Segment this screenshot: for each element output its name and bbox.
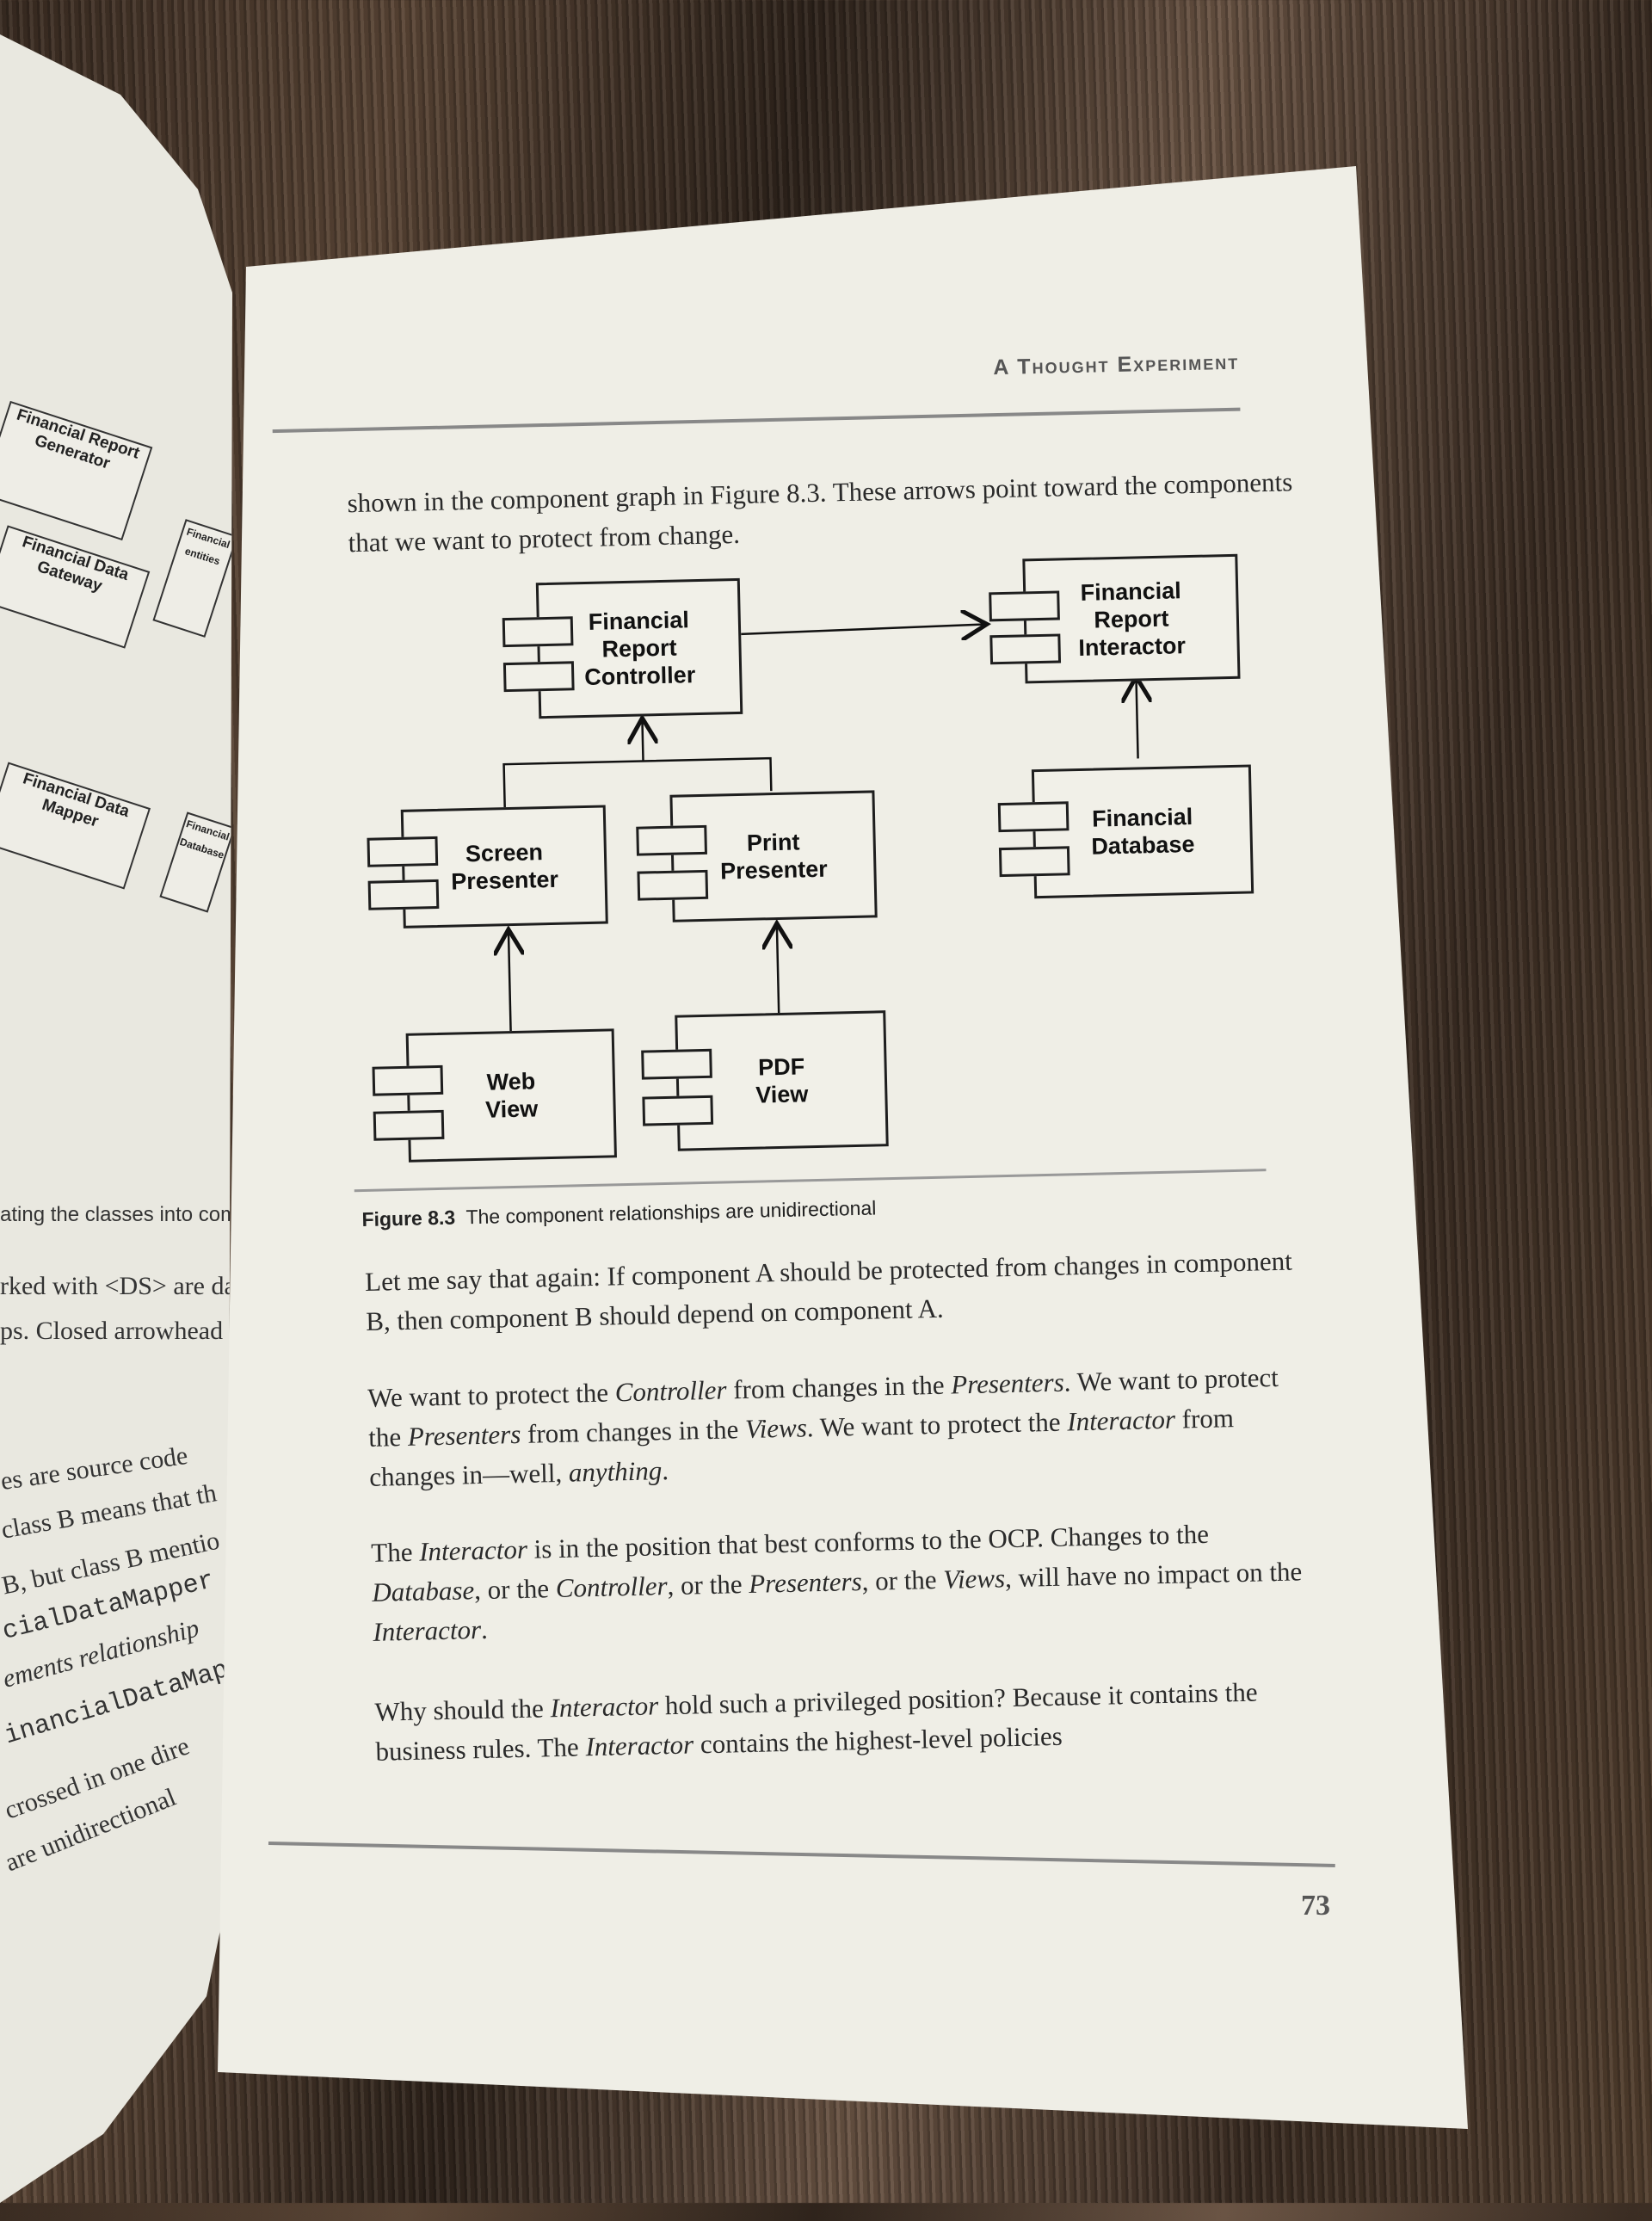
text: , or the [861, 1564, 944, 1596]
text: . [480, 1613, 489, 1645]
component-tab-icon [989, 633, 1062, 665]
left-diagram-box: Financial entities [152, 519, 232, 638]
caption-label: Figure 8.3 [361, 1206, 456, 1231]
text: contains the highest-level policies [693, 1720, 1063, 1760]
text: We want to protect the [367, 1377, 616, 1413]
arrow-database-to-interactor [1136, 676, 1137, 759]
component-label: Financial Report Controller [535, 577, 743, 719]
component-tab-icon [642, 1095, 714, 1126]
component-controller: Financial Report Controller [502, 577, 743, 719]
paragraph-interactor-position: The Interactor is in the position that b… [371, 1512, 1320, 1652]
component-screen-presenter: Screen Presenter [367, 805, 608, 929]
emphasis: Interactor [1066, 1404, 1176, 1437]
emphasis: Presenters [748, 1565, 863, 1599]
emphasis: Controller [555, 1570, 668, 1604]
emphasis: Views [744, 1412, 808, 1444]
left-diagram-box: Financial Report Generator [0, 400, 153, 541]
component-tab-icon [367, 836, 439, 867]
text: from changes in the [520, 1414, 746, 1449]
text: . [661, 1455, 669, 1486]
arrow-controller-to-interactor [741, 624, 987, 633]
text: from changes in the [726, 1369, 952, 1405]
left-text: ating the classes into compo [0, 1203, 261, 1226]
text: Why should the [374, 1693, 551, 1727]
arrow-pdfview-to-print-presenter [777, 923, 779, 1014]
component-web-view: Web View [372, 1028, 617, 1163]
left-text: ps. Closed arrowhead [0, 1317, 224, 1345]
arrow-webview-to-screen-presenter [509, 929, 511, 1032]
emphasis: Interactor [418, 1533, 528, 1567]
component-tab-icon [372, 1064, 444, 1096]
left-diagram-box: Financial Database [159, 811, 232, 913]
emphasis: anything [568, 1455, 663, 1488]
emphasis: Presenters [407, 1418, 521, 1452]
text: , will have no impact on the [1004, 1556, 1303, 1594]
component-tab-icon [502, 616, 574, 648]
component-tab-icon [373, 1109, 445, 1141]
text: , or the [667, 1568, 749, 1601]
component-interactor: Financial Report Interactor [988, 553, 1241, 685]
emphasis: Interactor [373, 1614, 482, 1647]
component-tab-icon [502, 661, 575, 693]
emphasis: Controller [614, 1374, 727, 1408]
text: . We want to protect the [806, 1406, 1068, 1443]
component-tab-icon [641, 1048, 712, 1080]
component-tab-icon [989, 590, 1060, 622]
page-number: 73 [1301, 1890, 1330, 1922]
component-label: Web View [405, 1028, 617, 1163]
left-text: rked with <DS> are da [0, 1272, 236, 1300]
component-pdf-view: PDF View [640, 1010, 889, 1151]
component-label: Financial Database [1031, 764, 1254, 899]
left-diagram-box: Financial Data Mapper [0, 762, 151, 890]
emphasis: Interactor [585, 1729, 694, 1762]
component-print-presenter: Print Presenter [635, 790, 878, 922]
arrow-presenters-to-controller-head [642, 718, 643, 762]
emphasis: Presenters [950, 1367, 1065, 1400]
component-database: Financial Database [997, 764, 1254, 899]
left-page: Financial Report Generator Financial Dat… [0, 34, 261, 2203]
component-label: PDF View [675, 1010, 889, 1151]
text: , or the [473, 1573, 557, 1606]
emphasis: Interactor [550, 1690, 659, 1724]
component-label: Screen Presenter [400, 805, 608, 929]
component-label: Print Presenter [669, 790, 878, 922]
component-tab-icon [998, 846, 1070, 878]
emphasis: Database [371, 1575, 475, 1607]
component-tab-icon [636, 824, 707, 856]
component-tab-icon [367, 879, 440, 910]
paragraph-protection: We want to protect the Controller from c… [367, 1357, 1316, 1497]
left-diagram-box: Financial Data Gateway [0, 525, 151, 649]
component-tab-icon [997, 801, 1069, 833]
emphasis: Views [942, 1563, 1006, 1595]
text: The [370, 1536, 420, 1568]
arrow-presenters-to-controller [502, 756, 773, 808]
component-tab-icon [637, 869, 709, 901]
